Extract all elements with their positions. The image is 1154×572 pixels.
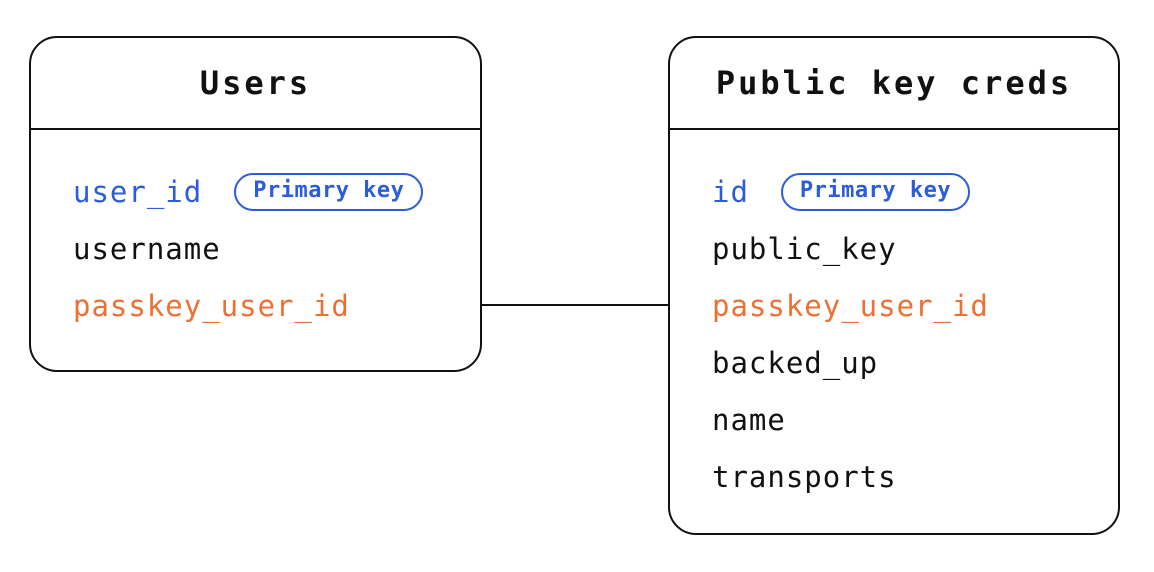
table-header-public-key-creds: Public key creds (670, 38, 1118, 130)
field-row-backed-up: backed_up (712, 334, 1102, 391)
field-row-name: name (712, 391, 1102, 448)
field-row-passkey-user-id: passkey_user_id (712, 277, 1102, 334)
field-label-name: name (712, 402, 786, 437)
field-label-transports: transports (712, 459, 897, 494)
field-label-user-id: user_id (73, 174, 203, 209)
field-label-username: username (73, 231, 221, 266)
field-label-public-key: public_key (712, 231, 897, 266)
field-label-backed-up: backed_up (712, 345, 879, 380)
table-header-users: Users (31, 38, 480, 130)
table-title-users: Users (199, 64, 312, 102)
field-row-public-key: public_key (712, 220, 1102, 277)
primary-key-badge: Primary key (780, 172, 971, 211)
table-title-public-key-creds: Public key creds (715, 64, 1073, 102)
table-fields-public-key-creds: id Primary key public_key passkey_user_i… (670, 130, 1118, 505)
table-card-users: Users user_id Primary key username passk… (29, 36, 482, 372)
field-label-passkey-user-id: passkey_user_id (712, 288, 989, 323)
field-row-username: username (73, 220, 464, 277)
table-fields-users: user_id Primary key username passkey_use… (31, 130, 480, 334)
field-label-passkey-user-id: passkey_user_id (73, 288, 350, 323)
relationship-connector-line (482, 304, 668, 306)
table-card-public-key-creds: Public key creds id Primary key public_k… (668, 36, 1120, 535)
primary-key-badge: Primary key (234, 172, 424, 211)
field-row-passkey-user-id: passkey_user_id (73, 277, 464, 334)
field-label-id: id (712, 174, 749, 209)
field-row-user-id: user_id Primary key (73, 163, 464, 220)
field-row-id: id Primary key (712, 163, 1102, 220)
field-row-transports: transports (712, 448, 1102, 505)
